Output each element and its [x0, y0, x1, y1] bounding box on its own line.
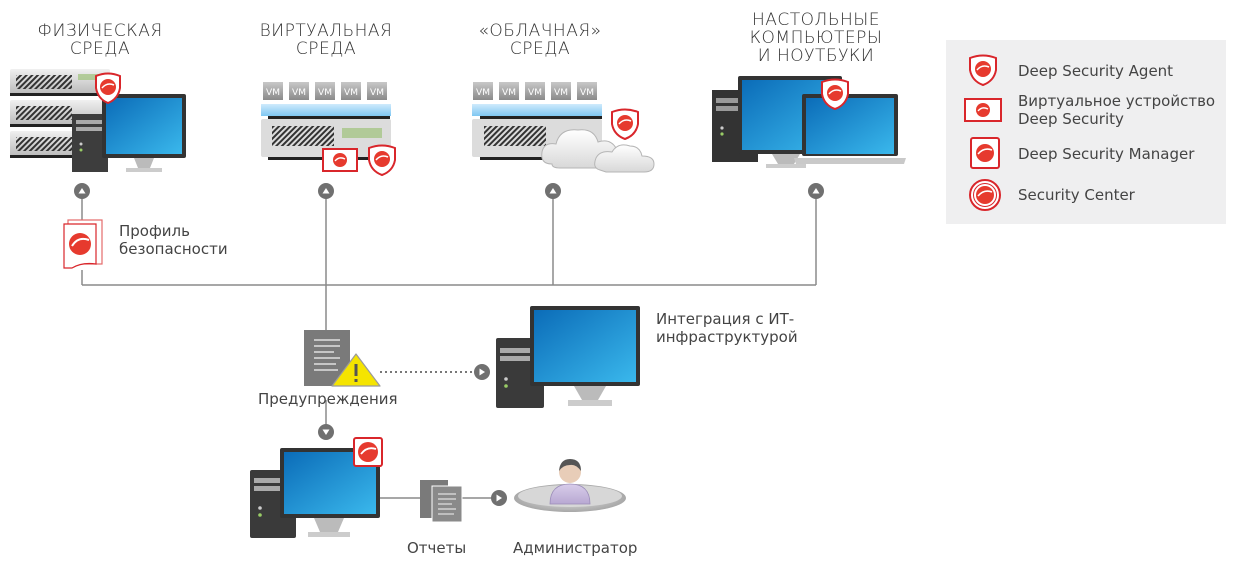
cloud-server-icon: VM VM VM VM VM: [472, 82, 655, 173]
administrator-icon: [514, 459, 626, 512]
vm-label: VM: [370, 88, 384, 98]
node-up-icon-desktops: [808, 183, 824, 199]
node-right-icon-admin: [491, 490, 507, 506]
vm-label: VM: [580, 88, 594, 98]
reports-icon: [420, 480, 463, 523]
node-up-icon-cloud: [545, 183, 561, 199]
vm-label: VM: [476, 88, 490, 98]
vm-label: VM: [344, 88, 358, 98]
node-down-icon: [318, 424, 334, 440]
reports-label: Отчеты: [407, 539, 467, 557]
agent-shield-icon: [95, 72, 121, 104]
legend: Deep Security Agent Виртуальное устройст…: [946, 40, 1226, 224]
env-title-physical: ФИЗИЧЕСКАЯ СРЕДА: [37, 21, 163, 59]
env-title-desktops: НАСТОЛЬНЫЕ КОМПЬЮТЕРЫ И НОУТБУКИ: [749, 10, 883, 66]
env-title-virtual: ВИРТУАЛЬНАЯ СРЕДА: [259, 21, 393, 59]
manager-icon: [353, 437, 383, 467]
agent-shield-icon: [368, 144, 396, 176]
node-up-icon-physical: [74, 183, 90, 199]
physical-servers-icon: [10, 69, 186, 172]
node-up-icons: [74, 183, 824, 506]
env-title-cloud: «ОБЛАЧНАЯ» СРЕДА: [478, 21, 602, 59]
cloud-icon: [541, 129, 655, 173]
vm-label: VM: [318, 88, 332, 98]
virtual-appliance-icon: [964, 98, 1002, 122]
security-center-icon: [969, 179, 1001, 211]
alerts-label: Предупреждения: [258, 390, 398, 408]
warning-icon: [331, 353, 381, 387]
it-integration-computer-icon: [496, 306, 640, 408]
manager-icon: [970, 137, 1000, 169]
agent-shield-icon: [969, 54, 997, 86]
agent-shield-icon: [611, 108, 639, 140]
vm-label: VM: [292, 88, 306, 98]
vm-label: VM: [502, 88, 516, 98]
agent-shield-icon: [821, 78, 849, 110]
node-right-icon-integration: [474, 364, 490, 380]
vm-label: VM: [266, 88, 280, 98]
vm-label: VM: [554, 88, 568, 98]
node-up-icon-virtual: [318, 183, 334, 199]
administrator-label: Администратор: [513, 539, 638, 557]
security-profile-label: Профиль безопасности: [119, 222, 228, 258]
desktops-laptops-icon: [712, 76, 906, 168]
virtual-server-icon: VM VM VM VM VM: [261, 82, 391, 160]
alerts-icon: [304, 330, 381, 387]
security-profile-icon: [63, 219, 103, 269]
it-integration-label: Интеграция с ИТ- инфраструктурой: [656, 310, 798, 346]
virtual-appliance-icon: [322, 148, 358, 172]
vm-label: VM: [528, 88, 542, 98]
